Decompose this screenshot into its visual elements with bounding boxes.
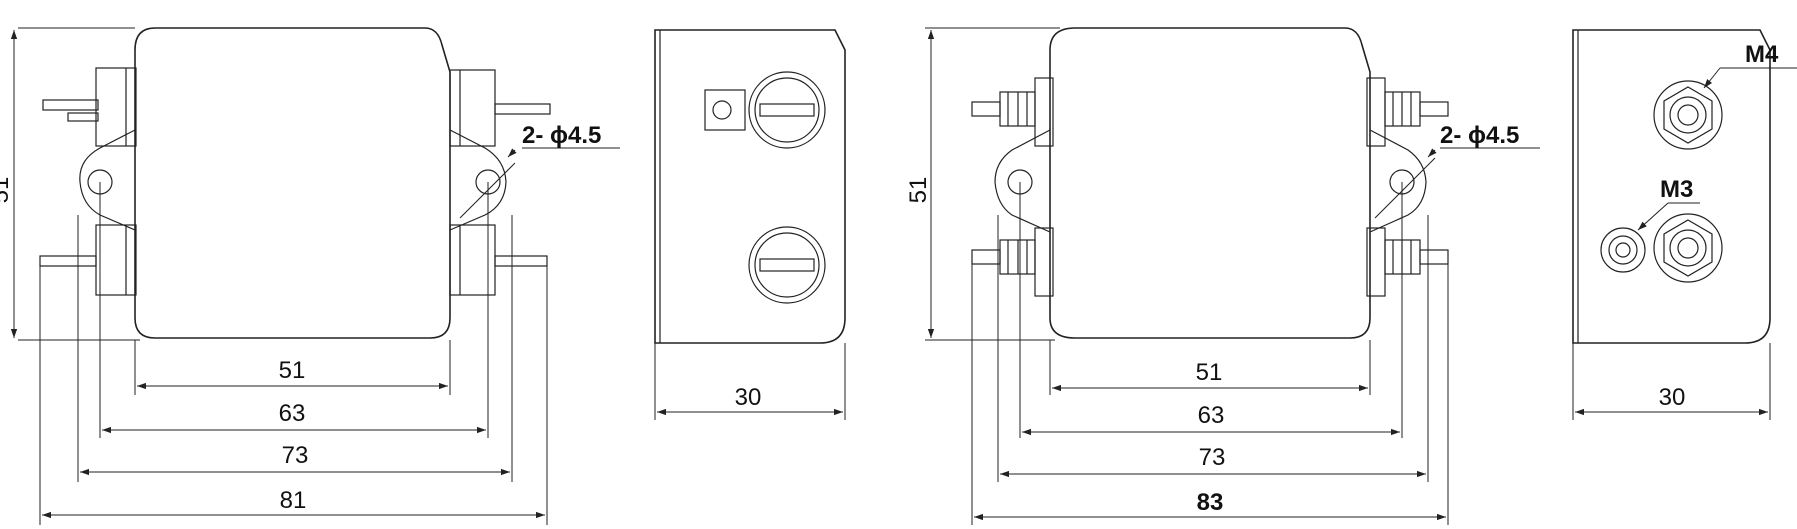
tab-terminal xyxy=(42,99,99,111)
dimension-label: 51 xyxy=(279,357,306,384)
stud xyxy=(971,101,1001,117)
dimension-label: 73 xyxy=(282,442,309,469)
m4-stud-bottom xyxy=(1653,213,1723,283)
terminal-block-left-top xyxy=(95,67,137,147)
filter-body xyxy=(1049,27,1371,339)
side-view-left: 30 xyxy=(654,29,846,420)
m3-callout-label: M3 xyxy=(1660,176,1693,203)
mounting-flange-right xyxy=(1369,129,1427,233)
m4-stud-top xyxy=(1653,80,1723,150)
dimension-label: 81 xyxy=(280,487,307,514)
tab-terminal xyxy=(67,112,99,122)
stud xyxy=(1419,101,1449,117)
leader-line xyxy=(1374,157,1436,219)
mounting-flange-right xyxy=(449,129,507,231)
dimension-label: 63 xyxy=(279,400,306,427)
tab-terminal xyxy=(494,103,551,115)
pin-terminal xyxy=(494,255,548,267)
dimension-label: 51 xyxy=(1196,359,1223,386)
height-dimension-label: 51 xyxy=(0,177,14,204)
side-body xyxy=(654,29,846,344)
mounting-flange-left xyxy=(79,129,136,231)
height-dimension-label: 51 xyxy=(905,177,932,204)
terminal-block-left-bottom xyxy=(95,224,137,296)
side-view-right: M4 M3 30 xyxy=(1572,29,1797,420)
stud xyxy=(1419,249,1449,265)
dimension-label: 83 xyxy=(1197,489,1224,516)
filter-body xyxy=(134,27,451,339)
front-view-left: 51 2- ϕ4.5 xyxy=(0,27,620,525)
terminal-screw-top xyxy=(748,71,826,149)
m4-callout-label: M4 xyxy=(1745,41,1779,68)
dimension-label: 63 xyxy=(1198,402,1225,429)
depth-dimension-label: 30 xyxy=(735,384,762,411)
pin-terminal xyxy=(39,255,97,267)
terminal-block-right-top xyxy=(449,69,496,147)
side-body xyxy=(1572,29,1771,344)
terminal-screw-bottom xyxy=(748,226,826,304)
leader-line xyxy=(1703,67,1721,89)
mounting-flange-left xyxy=(994,129,1051,233)
depth-dimension-label: 30 xyxy=(1659,384,1686,411)
hole-callout-label: 2- ϕ4.5 xyxy=(1440,122,1519,149)
hole-callout-label: 2- ϕ4.5 xyxy=(522,122,601,149)
m3-stud xyxy=(1600,227,1646,273)
ground-terminal xyxy=(704,89,746,131)
dimension-label: 73 xyxy=(1199,444,1226,471)
front-view-right: 51 2- ϕ4.5 xyxy=(905,27,1540,525)
leader-line xyxy=(1637,202,1669,231)
stud xyxy=(971,249,1001,265)
